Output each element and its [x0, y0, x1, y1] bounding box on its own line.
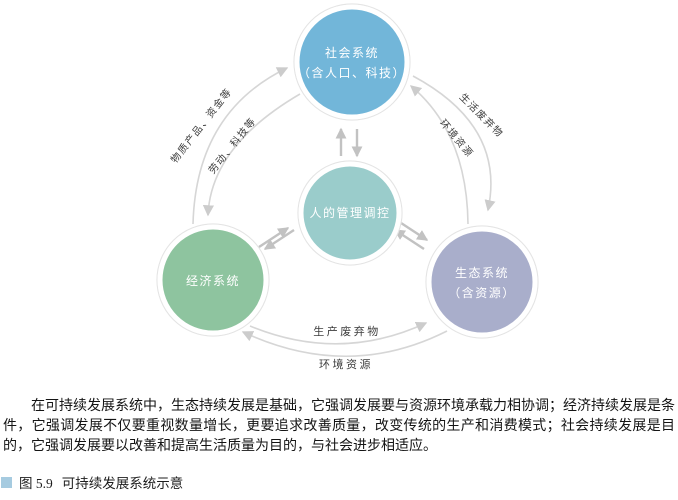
flow-arc-economic-to-ecological [249, 322, 428, 345]
node-ecological-system: 生态系统 （含资源） [425, 225, 539, 339]
flow-arc-economic-to-social [192, 67, 289, 225]
body-paragraph: 在可持续发展系统中，生态持续发展是基础，它强调发展要与资源环境承载力相协调；经济… [3, 399, 675, 454]
node-management-label: 人的管理调控 [309, 205, 390, 220]
flow-label-labor-technology: 劳动、科技等 [205, 114, 259, 176]
node-ecological-circle [426, 226, 538, 338]
sustainable-development-diagram: 物质产品、资金等 劳动、科技等 生活废弃物 环境资源 生产废弃物 环境资源 社会… [156, 3, 539, 371]
node-ecological-label-line1: 生态系统 [455, 266, 509, 280]
node-social-label-line1: 社会系统 [325, 45, 379, 60]
flow-label-environment-resources-bottom: 环境资源 [319, 357, 373, 371]
node-ecological-label-line2: （含资源） [448, 285, 516, 300]
node-social-circle [294, 4, 410, 120]
arrow-ecological-to-management [393, 228, 425, 251]
caption-marker-icon [1, 476, 12, 488]
arrow-management-to-economic [263, 228, 295, 251]
node-economic-label: 经济系统 [186, 273, 240, 288]
arrow-economic-to-management [258, 226, 290, 249]
node-social-label-line2: （含人口、科技） [298, 65, 406, 80]
node-economic-circle [157, 224, 269, 336]
node-social-system: 社会系统 （含人口、科技） [293, 3, 411, 121]
caption-figure-number: 图 5.9 [19, 476, 53, 491]
caption-title: 可持续发展系统示意 [61, 476, 184, 491]
figure-caption: 图 5.9 可持续发展系统示意 [1, 472, 678, 492]
flow-arc-ecological-to-social [409, 85, 469, 225]
flow-arc-social-to-economic [202, 93, 301, 217]
node-management: 人的管理调控 [297, 160, 403, 266]
node-economic-system: 经济系统 [156, 223, 270, 337]
flow-arc-social-to-ecological [412, 75, 496, 212]
arrow-management-to-ecological [397, 219, 429, 242]
node-management-circle [298, 161, 402, 265]
flow-label-production-waste: 生产废弃物 [313, 324, 381, 338]
flow-arc-ecological-to-economic [241, 330, 448, 357]
